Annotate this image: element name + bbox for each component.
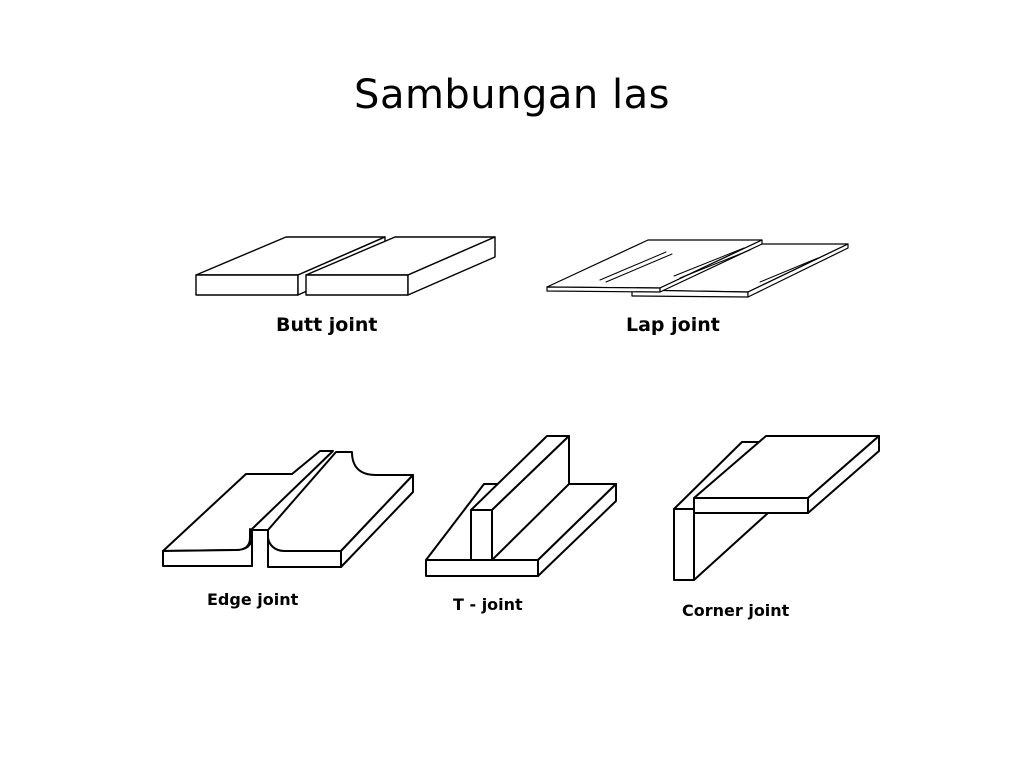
page-title: Sambungan las <box>354 72 670 118</box>
edge-joint-label: Edge joint <box>207 590 299 609</box>
corner-joint-label: Corner joint <box>682 601 790 620</box>
lap-joint-label: Lap joint <box>626 314 720 336</box>
t-joint-label: T - joint <box>453 595 523 614</box>
butt-joint-label: Butt joint <box>276 314 378 336</box>
